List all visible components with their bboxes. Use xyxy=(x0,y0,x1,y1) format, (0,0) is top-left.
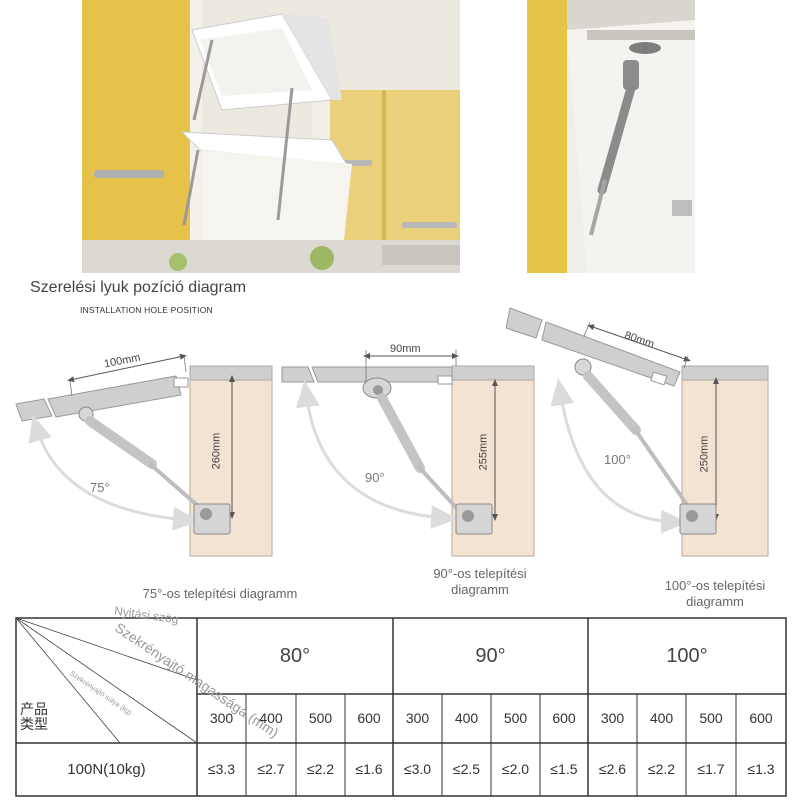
spec-table-grid xyxy=(15,617,787,797)
kitchen-cabinet-photo xyxy=(82,0,460,273)
door-panel xyxy=(47,375,182,418)
angle-header: 100° xyxy=(666,645,708,667)
value-cell: ≤1.3 xyxy=(747,761,775,777)
header-product-type: 产品类型 xyxy=(20,701,48,732)
value-cell: ≤2.6 xyxy=(598,761,627,777)
caption-75: 75°-os telepítési diagramm xyxy=(142,586,298,601)
height-cell: 500 xyxy=(503,710,528,726)
caption-90: 90°-os telepítési diagramm xyxy=(433,566,527,597)
installation-diagrams xyxy=(15,307,769,557)
angle-90: 90° xyxy=(365,470,385,485)
value-cell: ≤3.0 xyxy=(403,761,432,777)
height-cell: 500 xyxy=(699,710,723,726)
height-cell: 400 xyxy=(454,710,479,726)
height-cell: 300 xyxy=(600,710,625,726)
value-cell: ≤1.5 xyxy=(550,761,578,777)
diagram-75 xyxy=(15,353,273,557)
value-cell: ≤2.7 xyxy=(257,761,285,777)
value-cell: ≤2.5 xyxy=(452,761,481,777)
row-label: 100N(10kg) xyxy=(67,761,146,778)
gas-strut-photo xyxy=(527,0,695,273)
caption-100: 100°-os telepítési diagramm xyxy=(664,578,766,609)
dim-horizontal-90: 90mm xyxy=(390,343,421,355)
cabinet-top-panel xyxy=(189,365,273,381)
height-cell: 600 xyxy=(552,710,576,726)
height-cell: 300 xyxy=(405,710,430,726)
diagram-90 xyxy=(281,350,535,557)
value-cell: ≤1.6 xyxy=(355,761,383,777)
value-cell: ≤1.7 xyxy=(697,761,725,777)
dim-vertical-75: 260mm xyxy=(210,432,223,470)
height-cell: 400 xyxy=(649,710,674,726)
angle-100: 100° xyxy=(604,452,631,467)
value-cell: ≤2.0 xyxy=(501,761,530,777)
dim-vertical-100: 250mm xyxy=(698,435,711,473)
value-cell: ≤2.2 xyxy=(647,761,676,777)
value-cell: ≤2.2 xyxy=(306,761,335,777)
height-cell: 400 xyxy=(259,710,283,726)
height-cell: 300 xyxy=(209,710,234,726)
angle-header: 80° xyxy=(279,645,311,667)
value-cell: ≤3.3 xyxy=(207,761,236,777)
diagram-title: Szerelési lyuk pozíció diagram xyxy=(30,279,247,296)
angle-header: 90° xyxy=(475,645,506,667)
height-cell: 600 xyxy=(749,710,773,726)
height-cell: 500 xyxy=(308,710,333,726)
diagram-subtitle: INSTALLATION HOLE POSITION xyxy=(80,305,213,315)
angle-75: 75° xyxy=(90,480,110,495)
dim-vertical-90: 255mm xyxy=(477,433,490,471)
height-cell: 600 xyxy=(357,710,381,726)
diagram-100 xyxy=(505,307,769,557)
